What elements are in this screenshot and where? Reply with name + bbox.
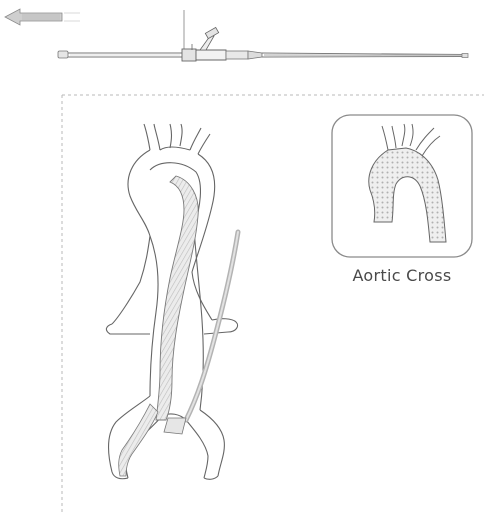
aortic-cross-inset (332, 115, 472, 257)
delivery-system (5, 9, 468, 61)
pull-direction-arrow-icon (5, 9, 80, 25)
inset-caption: Aortic Cross (336, 266, 468, 285)
catheter-shaft (58, 51, 182, 58)
sheath (226, 51, 468, 59)
handle-hub (182, 27, 226, 61)
stent-graft (119, 176, 238, 476)
